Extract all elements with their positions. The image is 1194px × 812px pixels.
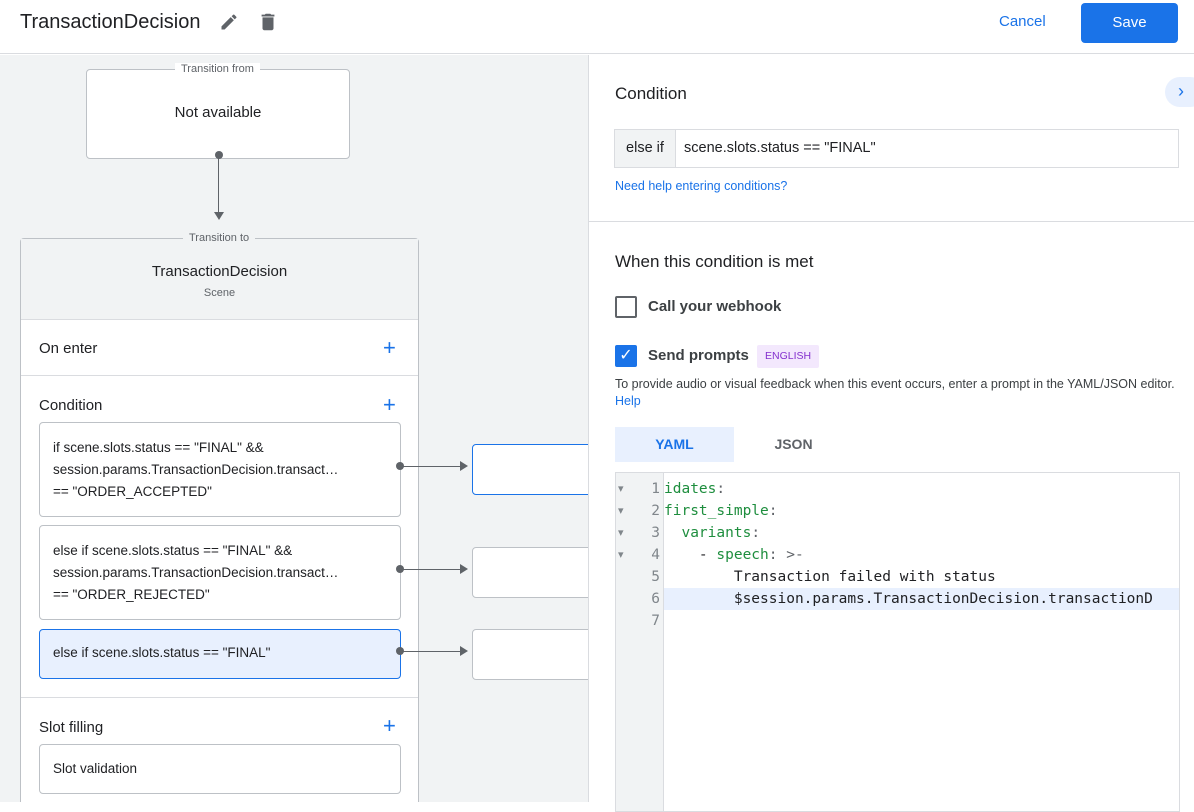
divider bbox=[589, 221, 1194, 222]
line-number: 1 bbox=[651, 481, 660, 497]
condition-line: session.params.TransactionDecision.trans… bbox=[53, 462, 339, 477]
target-node[interactable] bbox=[472, 547, 588, 598]
prompt-hint: To provide audio or visual feedback when… bbox=[615, 376, 1175, 410]
add-on-enter-plus-icon[interactable]: + bbox=[383, 335, 396, 360]
webhook-checkbox[interactable] bbox=[615, 296, 637, 318]
arrow-right-icon bbox=[460, 461, 468, 471]
code-line: 7 bbox=[616, 610, 1179, 632]
connector-line bbox=[400, 466, 462, 467]
on-enter-label[interactable]: On enter bbox=[39, 340, 98, 357]
line-number: 7 bbox=[651, 613, 660, 629]
condition-line: session.params.TransactionDecision.trans… bbox=[53, 565, 339, 580]
detail-panel: › Condition else if scene.slots.status =… bbox=[588, 55, 1194, 812]
condition-heading: Condition bbox=[615, 84, 687, 103]
condition-item[interactable]: if scene.slots.status == "FINAL" && sess… bbox=[39, 422, 401, 517]
code-text: idates: bbox=[664, 481, 726, 497]
target-node[interactable] bbox=[472, 444, 588, 495]
condition-item[interactable]: else if scene.slots.status == "FINAL" &&… bbox=[39, 525, 401, 620]
scene-name[interactable]: TransactionDecision bbox=[151, 263, 288, 280]
line-number: 4 bbox=[651, 547, 660, 563]
scene-card: Transition to TransactionDecision Scene … bbox=[20, 232, 419, 802]
header-bar: TransactionDecision Cancel Save bbox=[0, 0, 1194, 54]
connector-line bbox=[218, 157, 219, 213]
tab-json[interactable]: JSON bbox=[774, 436, 813, 452]
trash-icon[interactable] bbox=[257, 11, 279, 33]
code-text: first_simple: bbox=[664, 503, 778, 519]
code-text: Transaction failed with status bbox=[664, 569, 996, 585]
divider bbox=[21, 375, 418, 376]
code-line: 5 Transaction failed with status bbox=[616, 566, 1179, 588]
divider bbox=[21, 697, 418, 698]
arrow-down-icon bbox=[214, 212, 224, 220]
scene-type: Scene bbox=[203, 287, 236, 299]
fold-arrow-icon[interactable]: ▾ bbox=[618, 549, 624, 561]
flow-canvas: Transition from Not available Transition… bbox=[0, 55, 588, 802]
code-line: ▾ 4 - speech: >- bbox=[616, 544, 1179, 566]
line-number: 5 bbox=[651, 569, 660, 585]
condition-prefix: else if bbox=[615, 130, 676, 167]
condition-line: == "ORDER_REJECTED" bbox=[53, 587, 210, 602]
add-condition-plus-icon[interactable]: + bbox=[383, 392, 396, 417]
fold-arrow-icon[interactable]: ▾ bbox=[618, 527, 624, 539]
add-slot-plus-icon[interactable]: + bbox=[383, 713, 396, 738]
transition-to-legend: Transition to bbox=[183, 232, 256, 244]
condition-input-group: else if scene.slots.status == "FINAL" bbox=[614, 129, 1179, 168]
tab-yaml[interactable]: YAML bbox=[615, 427, 734, 462]
prompts-label[interactable]: Send prompts bbox=[648, 347, 749, 364]
condition-line: else if scene.slots.status == "FINAL" bbox=[53, 645, 271, 660]
language-badge: ENGLISH bbox=[757, 345, 820, 368]
fold-arrow-icon[interactable]: ▾ bbox=[618, 505, 624, 517]
condition-item-selected[interactable]: else if scene.slots.status == "FINAL" bbox=[39, 629, 401, 679]
prompts-checkbox[interactable]: ✓ bbox=[615, 345, 637, 367]
arrow-right-icon bbox=[460, 646, 468, 656]
scene-header: Transition to TransactionDecision Scene bbox=[21, 232, 418, 320]
condition-line: == "ORDER_ACCEPTED" bbox=[53, 484, 212, 499]
pencil-icon[interactable] bbox=[219, 12, 239, 32]
slot-validation-label: Slot validation bbox=[53, 761, 138, 776]
editor-gutter bbox=[616, 473, 664, 811]
cancel-button[interactable]: Cancel bbox=[999, 13, 1046, 30]
code-line: 6 $session.params.TransactionDecision.tr… bbox=[616, 588, 1179, 610]
help-link[interactable]: Help bbox=[615, 394, 641, 408]
help-conditions-link[interactable]: Need help entering conditions? bbox=[615, 179, 788, 193]
line-number: 6 bbox=[651, 591, 660, 607]
condition-line: else if scene.slots.status == "FINAL" && bbox=[53, 543, 293, 558]
slot-filling-label: Slot filling bbox=[39, 719, 104, 736]
active-line-highlight bbox=[664, 588, 1179, 610]
connector-line bbox=[400, 651, 462, 652]
transition-from-box: Transition from Not available bbox=[86, 63, 350, 159]
hint-text: To provide audio or visual feedback when… bbox=[615, 377, 1175, 391]
condition-line: if scene.slots.status == "FINAL" && bbox=[53, 440, 264, 455]
line-number: 3 bbox=[651, 525, 660, 541]
code-line: ▾ 3 variants: bbox=[616, 522, 1179, 544]
condition-label: Condition bbox=[39, 397, 103, 414]
slot-validation-item[interactable]: Slot validation bbox=[39, 744, 401, 794]
transition-from-value: Not available bbox=[174, 104, 262, 121]
target-node[interactable] bbox=[472, 629, 588, 680]
condition-input[interactable]: scene.slots.status == "FINAL" bbox=[684, 140, 876, 156]
connector-dot bbox=[215, 151, 223, 159]
code-text: variants: bbox=[681, 525, 761, 541]
arrow-right-icon bbox=[460, 564, 468, 574]
code-text: - speech: >- bbox=[664, 547, 804, 563]
code-text: $session.params.TransactionDecision.tran… bbox=[664, 591, 1153, 607]
collapse-chevron-icon[interactable]: › bbox=[1165, 77, 1194, 107]
scene-title: TransactionDecision bbox=[20, 11, 201, 33]
fold-arrow-icon[interactable]: ▾ bbox=[618, 483, 624, 495]
connector-line bbox=[400, 569, 462, 570]
line-number: 2 bbox=[651, 503, 660, 519]
webhook-label[interactable]: Call your webhook bbox=[648, 298, 782, 315]
save-button[interactable]: Save bbox=[1081, 3, 1178, 43]
transition-from-legend: Transition from bbox=[175, 63, 260, 75]
met-heading: When this condition is met bbox=[615, 252, 814, 271]
